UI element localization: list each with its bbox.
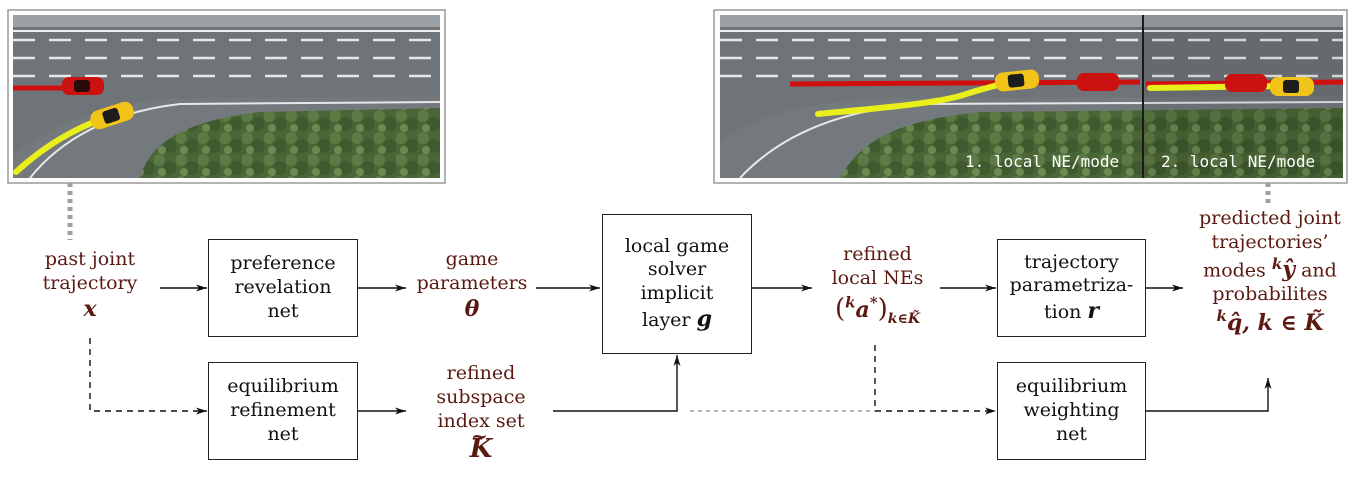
local-game-solver-box: local game solver implicit layer g xyxy=(602,214,752,354)
mode2-caption: 2. local NE/mode xyxy=(1161,152,1316,171)
box-line: preference xyxy=(230,252,336,275)
tilde-mark: ~ xyxy=(471,424,488,449)
box-line: tion xyxy=(1043,301,1082,323)
box-line: implicit xyxy=(640,282,714,305)
box-line: net xyxy=(267,299,299,322)
red-car-mode2 xyxy=(1225,74,1267,92)
box-line-with-symbol: layer g xyxy=(642,306,712,334)
nes-symbol: a xyxy=(855,296,870,323)
yellow-car-mode1 xyxy=(994,69,1040,92)
label-line: refined xyxy=(843,243,912,265)
predicted-trajectories-label: predicted joint trajectories’ modes kŷ a… xyxy=(1180,207,1360,338)
refined-subspace-label: refined subspace index set ~ K xyxy=(410,362,552,466)
label-line: trajectory xyxy=(42,271,138,294)
label-line: parameters xyxy=(416,271,528,294)
subspace-symbol-wrap: ~ K xyxy=(410,424,552,466)
left-scene-image xyxy=(7,9,446,184)
label-line: game xyxy=(445,248,499,270)
past-joint-trajectory-label: past joint trajectory x xyxy=(20,248,160,323)
solid-arrows xyxy=(160,284,1272,415)
right-scene-image xyxy=(713,9,1348,184)
box-line: net xyxy=(267,422,299,445)
label-line: trajectories’ xyxy=(1211,230,1329,253)
game-parameters-label: game parameters θ xyxy=(408,248,536,323)
pred-symbol: ŷ xyxy=(1282,255,1296,282)
prob-sup: k xyxy=(1216,307,1227,326)
trajectory-parametrization-box: trajectory parametriza- tion r xyxy=(997,239,1146,337)
param-symbol: r xyxy=(1087,298,1100,324)
past-symbol: x xyxy=(83,295,97,322)
preference-revelation-net-box: preference revelation net xyxy=(208,239,358,337)
pred-sup: k xyxy=(1271,254,1283,273)
label-line: index set xyxy=(437,409,525,432)
label-line: modes xyxy=(1203,258,1266,281)
box-line: parametriza- xyxy=(1009,274,1134,297)
nes-expression: (ka*)k∈K̃ xyxy=(834,292,921,327)
label-line: predicted joint xyxy=(1199,207,1341,229)
box-line: net xyxy=(1055,422,1088,445)
label-line: local NEs xyxy=(831,266,924,289)
subspace-symbol: K xyxy=(469,434,493,465)
nes-star: * xyxy=(869,292,878,311)
refined-local-nes-label: refined local NEs (ka*)k∈K̃ xyxy=(800,243,955,328)
red-car-mode1 xyxy=(1077,73,1119,91)
yellow-car-mode2 xyxy=(1270,77,1314,96)
label-line: and xyxy=(1301,258,1337,281)
prob-symbol: q̂, k ∈ K̃ xyxy=(1226,310,1324,337)
box-line: refinement xyxy=(230,399,336,422)
label-line: probabilites xyxy=(1212,283,1328,306)
label-line: refined xyxy=(446,362,516,384)
box-line: equilibrium xyxy=(227,375,339,398)
prob-expression: kq̂, k ∈ K̃ xyxy=(1180,307,1360,338)
label-line: subspace xyxy=(436,385,526,408)
box-line: weighting xyxy=(1023,399,1120,422)
equilibrium-refinement-net-box: equilibrium refinement net xyxy=(208,362,358,460)
box-line: trajectory xyxy=(1024,250,1119,273)
box-line: equilibrium xyxy=(1015,375,1128,398)
box-line: layer xyxy=(642,308,691,331)
box-line: local game xyxy=(624,234,730,257)
red-car-left xyxy=(62,77,104,95)
dashed-arrows xyxy=(89,338,996,415)
solver-symbol: g xyxy=(696,305,712,332)
mode1-caption: 1. local NE/mode xyxy=(965,152,1120,171)
box-line: revelation xyxy=(234,276,332,299)
label-line: past joint xyxy=(44,248,136,270)
box-line-with-symbol: tion r xyxy=(1044,298,1099,326)
equilibrium-weighting-net-box: equilibrium weighting net xyxy=(997,362,1146,460)
nes-sub: k∈K̃ xyxy=(887,310,921,327)
game-symbol: θ xyxy=(464,295,480,322)
label-line-modes: modes kŷ and xyxy=(1180,255,1360,284)
yellow-car-left xyxy=(90,101,134,130)
nes-sup: k xyxy=(845,292,856,311)
box-line: solver xyxy=(647,258,707,281)
